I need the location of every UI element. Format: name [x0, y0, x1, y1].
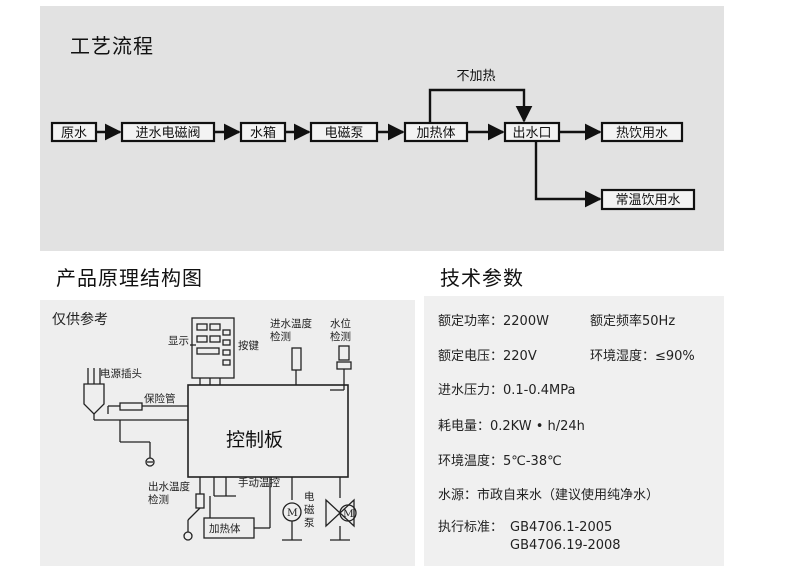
arrow-bypass — [428, 88, 533, 123]
node-outlet: 出水口 — [512, 126, 551, 141]
label-keys: 按键 — [238, 339, 259, 352]
spec-water-source: 水源：市政自来水（建议使用纯净水） — [438, 487, 659, 503]
water-level-sensor — [338, 345, 350, 361]
bypass-label: 不加热 — [456, 69, 495, 84]
label-valve-motor-symbol: M — [343, 508, 354, 520]
solenoid-valve-icon — [325, 498, 355, 528]
spec-ambient-temperature: 环境温度：5℃-38℃ — [438, 453, 562, 469]
process-title: 工艺流程 — [70, 34, 154, 58]
node-heater: 加热体 — [416, 126, 455, 141]
label-motor-symbol: M — [287, 507, 298, 519]
label-control-board: 控制板 — [226, 429, 283, 451]
label-pump-3: 泵 — [304, 517, 315, 529]
specs-title: 技术参数 — [440, 266, 524, 290]
label-outlet-temp-detect-2: 检测 — [148, 493, 169, 506]
spec-rated-frequency: 额定频率50Hz — [590, 313, 675, 329]
control-board — [187, 384, 349, 478]
specs-panel — [424, 296, 724, 566]
key-button-symbol — [222, 329, 231, 336]
label-water-level-detect-1: 水位 — [330, 317, 351, 330]
node-box-hot-water — [600, 121, 684, 143]
label-fuse: 保险管 — [144, 392, 176, 405]
spec-standard-label: 执行标准： — [438, 520, 503, 535]
display-segment — [196, 323, 208, 331]
node-tank: 水箱 — [250, 125, 276, 141]
label-water-level-detect-2: 检测 — [330, 330, 351, 343]
key-button-symbol — [222, 349, 231, 356]
ground-symbol-icon — [145, 457, 155, 467]
spec-rated-power: 额定功率：2200W — [438, 313, 549, 329]
spec-standard-1: GB4706.1-2005 — [510, 520, 612, 535]
label-outlet-temp-detect-1: 出水温度 — [148, 480, 190, 493]
spec-inlet-pressure: 进水压力：0.1-0.4MPa — [438, 383, 575, 398]
node-inlet-valve: 进水电磁阀 — [135, 126, 200, 141]
label-pump-1: 电 — [304, 490, 315, 503]
arrow-outlet-to-room-temp — [534, 141, 602, 208]
node-raw-water: 原水 — [61, 126, 87, 141]
label-display: 显示 — [168, 335, 189, 347]
label-inlet-temp-detect-2: 检测 — [270, 330, 291, 343]
node-room-temp-water: 常温饮用水 — [615, 193, 680, 208]
label-inlet-temp-detect-1: 进水温度 — [270, 317, 312, 330]
spec-rated-voltage: 额定电压：220V — [438, 349, 537, 364]
display-segment — [196, 347, 220, 355]
node-pump: 电磁泵 — [324, 126, 363, 141]
spec-power-consumption: 耗电量：0.2KW • h/24h — [438, 419, 585, 434]
node-hot-water: 热饮用水 — [616, 126, 668, 141]
display-segment — [196, 335, 208, 343]
spec-standard-2: GB4706.19-2008 — [510, 538, 621, 553]
ground-symbol-icon — [183, 531, 193, 541]
label-pump-2: 磁 — [304, 503, 315, 516]
display-segment — [209, 335, 221, 343]
node-box-room-temp-water — [600, 188, 696, 211]
spec-ambient-humidity: 环境湿度：≤90% — [590, 348, 695, 364]
display-keypad-module — [191, 317, 235, 379]
display-segment — [209, 323, 221, 331]
key-button-symbol — [222, 359, 231, 366]
valve-motor-icon — [339, 504, 357, 522]
reference-note: 仅供参考 — [52, 311, 108, 328]
structure-title: 产品原理结构图 — [56, 266, 203, 290]
power-plug-icon — [83, 383, 105, 415]
structure-panel — [40, 300, 415, 566]
key-button-symbol — [222, 339, 231, 346]
label-heater: 加热体 — [209, 522, 241, 535]
wire — [187, 507, 201, 521]
process-flow-diagram: 原水 进水电磁阀 水箱 电磁泵 加热体 出水口 热饮用水 常温饮用水 不加热 — [50, 69, 696, 211]
label-power-plug: 电源插头 — [100, 367, 142, 380]
